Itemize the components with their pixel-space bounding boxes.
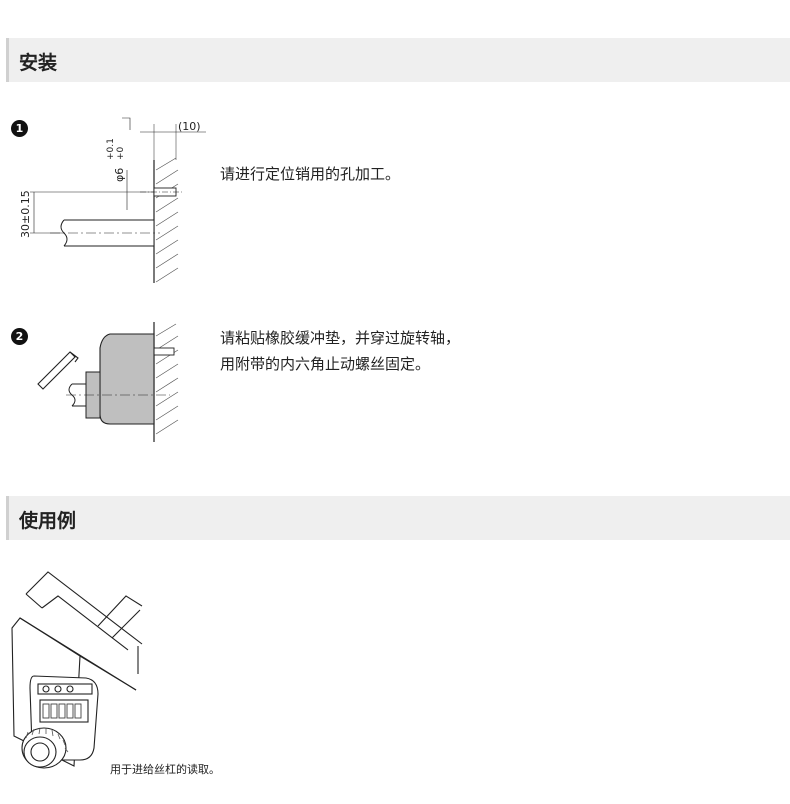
usage-caption: 用于进给丝杠的读取。 (110, 763, 220, 776)
step-2-line-2: 用附带的内六角止动螺丝固定。 (220, 355, 431, 373)
dim-hole-lower: +0 (116, 146, 126, 160)
shaft (50, 219, 160, 247)
wall-hatch (153, 157, 179, 283)
hex-key-icon (37, 351, 79, 390)
step-2-text: 请粘贴橡胶缓冲垫，并穿过旋转轴， 用附带的内六角止动螺丝固定。 (220, 325, 460, 377)
step-2-line-1: 请粘贴橡胶缓冲垫，并穿过旋转轴， (220, 329, 461, 347)
dim-top-label: (10) (178, 120, 201, 133)
wall-hatch (153, 322, 179, 442)
digital-display (39, 699, 89, 723)
step-2-diagram (37, 322, 179, 442)
step-2-number: 2 (15, 330, 24, 343)
dim-hole-upper: +0.1 (106, 138, 116, 160)
indicator-body (99, 333, 155, 425)
section-header-install: 安装 (6, 38, 790, 82)
step-1-number: 1 (15, 122, 24, 135)
step-1-text: 请进行定位销用的孔加工。 (220, 161, 400, 187)
step-1-badge: 1 (11, 120, 28, 137)
section-title-usage: 使用例 (19, 510, 77, 532)
dim-hole-main: φ6 (113, 168, 126, 182)
step-1-line-1: 请进行定位销用的孔加工。 (220, 165, 401, 183)
step-1-diagram: 30±0.15 φ6 +0.1 +0 (10) (19, 117, 206, 283)
section-header-usage: 使用例 (6, 496, 790, 540)
usage-illustration (11, 571, 143, 769)
step-2-badge: 2 (11, 328, 28, 345)
section-title-install: 安装 (19, 52, 58, 74)
dim-height-label: 30±0.15 (19, 190, 32, 238)
